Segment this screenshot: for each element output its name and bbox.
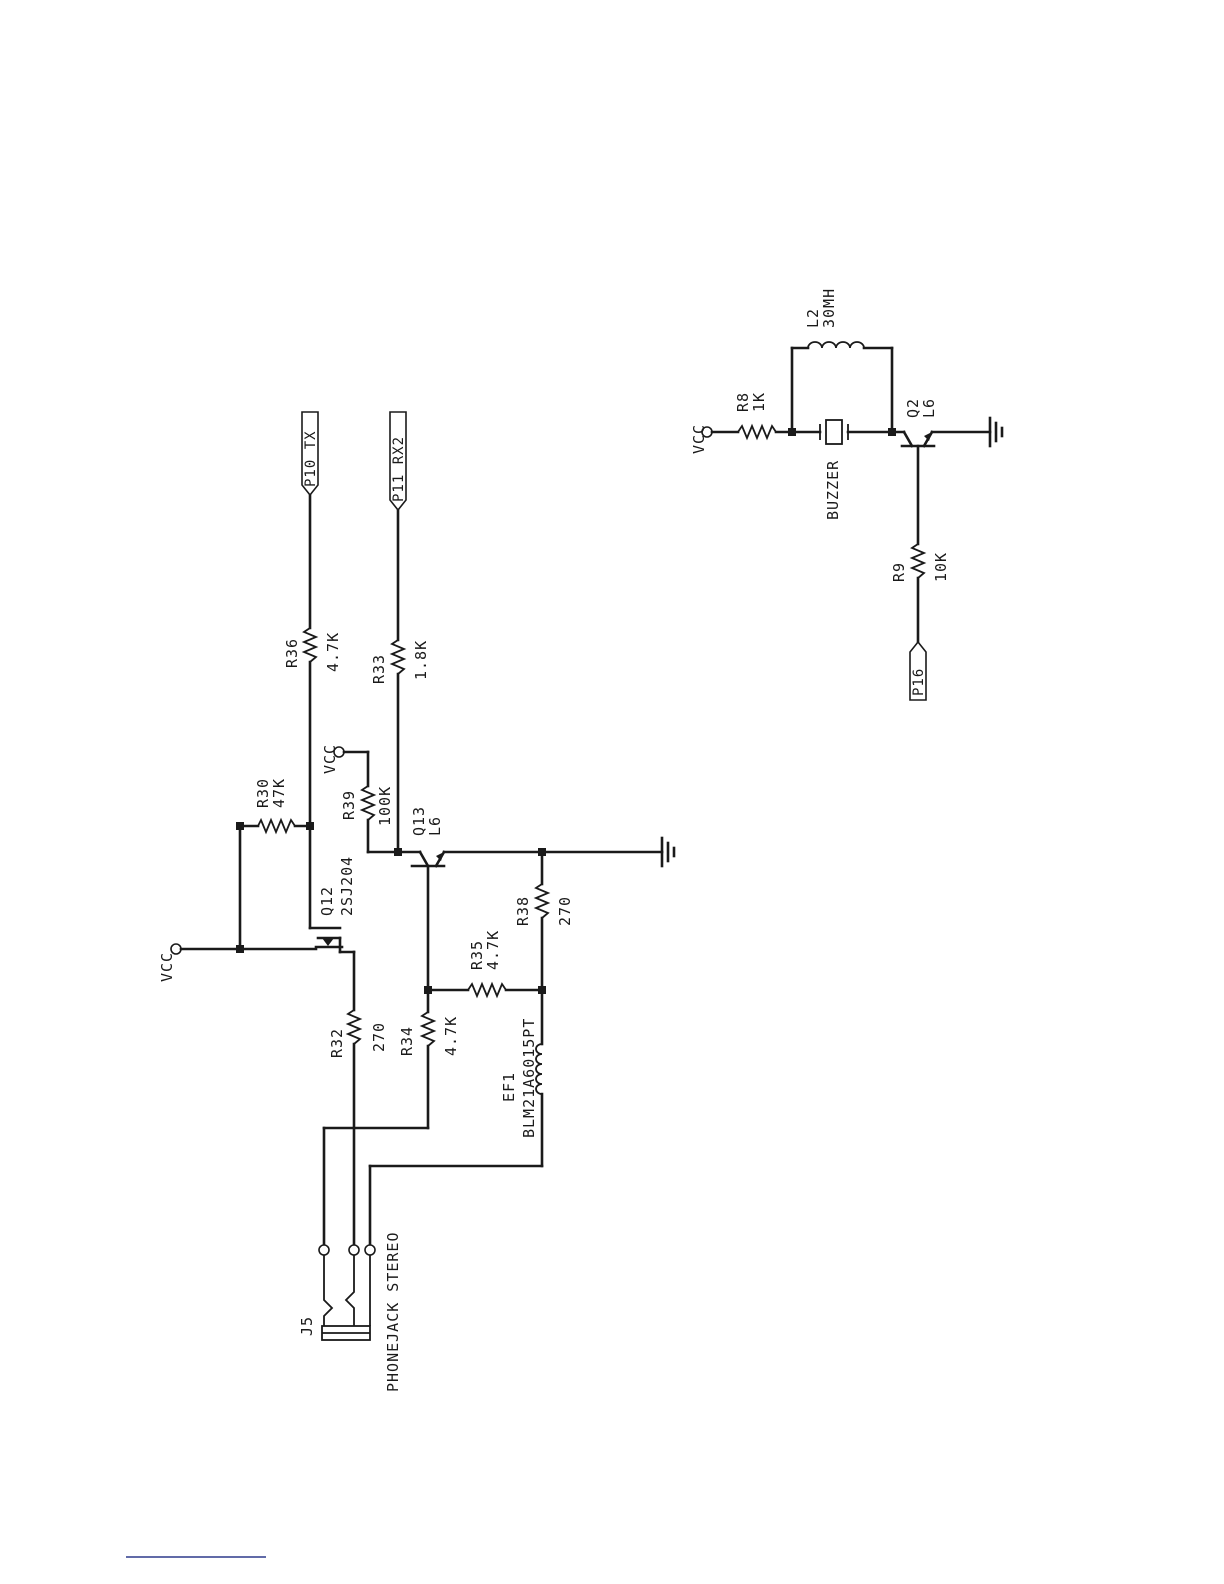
ground-icon xyxy=(662,838,674,866)
r33-ref: R33 xyxy=(370,654,388,684)
r32-value: 270 xyxy=(370,1022,388,1052)
ef1-ref: EF1 xyxy=(500,1072,518,1102)
q12-ref: Q12 xyxy=(318,886,336,916)
junction xyxy=(888,428,896,436)
buzzer-element xyxy=(820,420,848,444)
p10-tx-label: P10 TX xyxy=(303,430,319,487)
r39-value: 100K xyxy=(376,786,394,826)
r36-ref: R36 xyxy=(283,638,301,668)
junction xyxy=(394,848,402,856)
phone-jack-j5 xyxy=(319,1245,375,1340)
r9-value: 10K xyxy=(932,552,950,582)
vcc-label-mid: VCC xyxy=(321,744,339,774)
buzzer-label: BUZZER xyxy=(824,460,842,520)
r30-value: 47K xyxy=(270,778,288,808)
transistor-q13 xyxy=(412,852,444,866)
resistor-r8 xyxy=(738,426,776,438)
ground-icon xyxy=(990,418,1002,446)
resistor-r34 xyxy=(422,1012,434,1046)
junction xyxy=(236,945,244,953)
q12-value: 2SJ204 xyxy=(338,856,356,916)
r32-ref: R32 xyxy=(328,1028,346,1058)
junction xyxy=(236,822,244,830)
r39-ref: R39 xyxy=(340,790,358,820)
r34-ref: R34 xyxy=(398,1026,416,1056)
vcc-label-right: VCC xyxy=(690,424,708,454)
transistor-q2 xyxy=(902,432,934,446)
resistor-r9 xyxy=(912,544,924,578)
r9-ref: R9 xyxy=(890,562,908,582)
p16-label: P16 xyxy=(911,668,927,696)
r33-value: 1.8K xyxy=(412,640,430,680)
q2-value: L6 xyxy=(920,398,938,418)
resistor-r36 xyxy=(304,628,316,662)
p16-pin: P16 xyxy=(910,642,927,700)
j5-value: PHONEJACK STEREO xyxy=(384,1232,402,1393)
resistor-r33 xyxy=(392,640,404,674)
ef1-value: BLM21A6015PT xyxy=(520,1018,538,1138)
resistor-r35 xyxy=(468,984,506,996)
j5-ref: J5 xyxy=(298,1316,316,1336)
r8-value: 1K xyxy=(750,392,768,412)
inductor-l2 xyxy=(808,342,864,348)
p11-rx2-pin: P11 RX2 xyxy=(390,412,407,510)
resistor-r32 xyxy=(348,1010,360,1044)
r36-value: 4.7K xyxy=(324,632,342,672)
p10-tx-pin: P10 TX xyxy=(302,412,319,495)
r34-value: 4.7K xyxy=(442,1016,460,1056)
resistor-r30 xyxy=(258,820,295,832)
l2-value: 30MH xyxy=(820,288,838,328)
r38-ref: R38 xyxy=(514,896,532,926)
resistor-r38 xyxy=(536,884,548,918)
p11-rx2-label: P11 RX2 xyxy=(391,436,407,502)
r35-value: 4.7K xyxy=(484,930,502,970)
r38-value: 270 xyxy=(556,896,574,926)
q13-value: L6 xyxy=(426,816,444,836)
vcc-label-left: VCC xyxy=(158,952,176,982)
resistor-r39 xyxy=(362,786,374,820)
